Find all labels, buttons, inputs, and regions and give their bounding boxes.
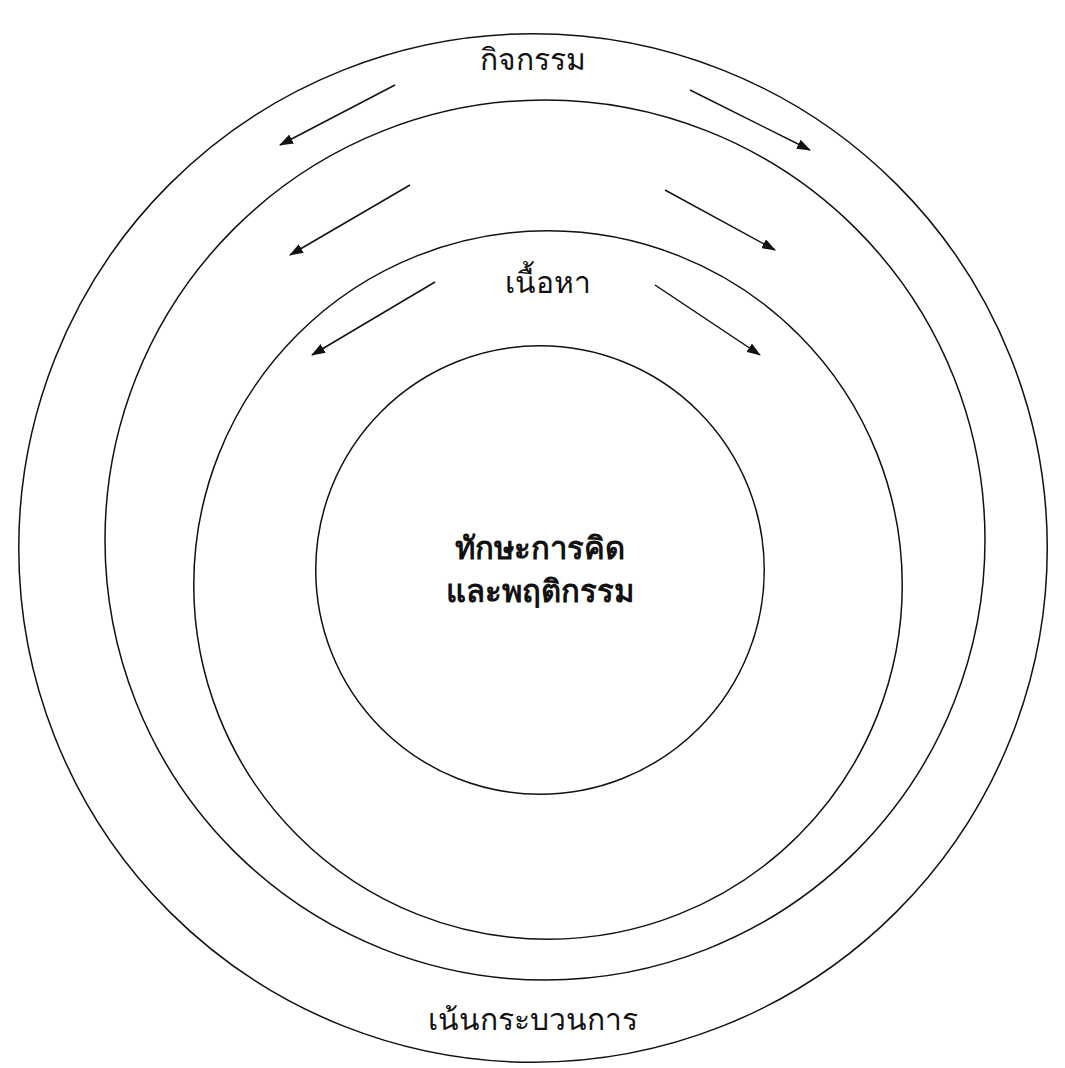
- ring-label: เนื้อหา: [505, 262, 591, 304]
- circle-outline: [315, 345, 765, 795]
- flow-arrows: [280, 85, 810, 355]
- circle-outline: [194, 231, 903, 940]
- flow-arrow: [290, 185, 410, 255]
- ring-label: กิจกรรม: [480, 39, 586, 81]
- flow-arrow: [312, 282, 435, 355]
- core-circle: ทักษะการคิด และพฤติกรรม: [315, 345, 765, 795]
- ring-circle: [105, 100, 985, 980]
- circle-outline: [316, 346, 765, 795]
- core-label: ทักษะการคิด และพฤติกรรม: [435, 527, 646, 614]
- flow-arrow: [280, 85, 395, 145]
- flow-arrow: [665, 190, 775, 250]
- outer-circle: กิจกรรมเน้นกระบวนการ เนื้อหาทักษะการคิด แ…: [18, 33, 1048, 1063]
- flow-arrow: [655, 285, 760, 355]
- circle-outline: [19, 34, 1048, 1063]
- middle-circle: เนื้อหาทักษะการคิด และพฤติกรรม: [193, 230, 903, 940]
- ring-label: เน้นกระบวนการ: [428, 999, 638, 1041]
- flow-arrow: [690, 90, 810, 150]
